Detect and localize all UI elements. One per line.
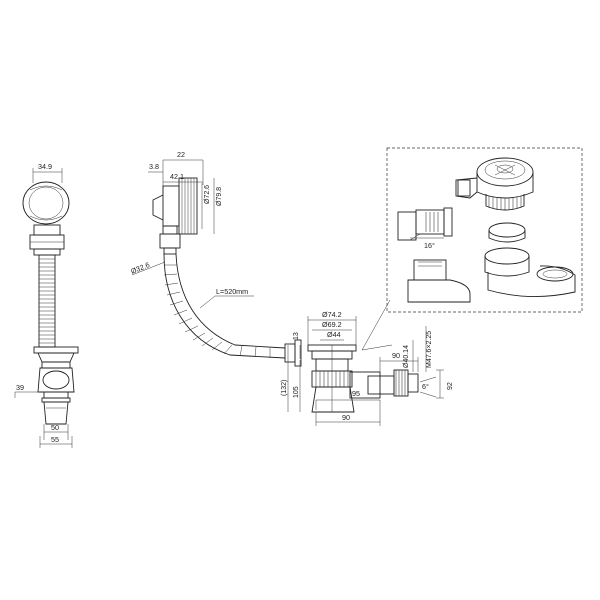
dim-w2: Ø69.2 [322,320,342,329]
dim-pipe-dia: Ø32.6 [129,260,151,276]
dim-top13: 13 [293,332,300,340]
side-view: 34.9 [14,162,79,448]
dim-outlet-width: 50 [51,423,59,432]
dim-b: 22 [177,150,185,159]
detail-view: 16° [386,147,583,313]
dim-base-width: 55 [51,435,59,444]
dim-d: Ø79.8 [216,187,223,206]
dim-h132: (132) [281,380,288,396]
front-view: 3.8 22 42.1 Ø79.8 Ø72.6 Ø32.6 [129,150,454,426]
dim-off95: 95 [352,389,360,398]
dim-w90: 90 [392,351,400,360]
dim-h92: 92 [447,382,454,390]
dim-top-width: 34.9 [38,162,52,171]
dim-e: Ø72.6 [204,185,211,204]
dim-trap-height: 39 [16,383,24,392]
detail-leader [361,299,391,351]
dim-h105: 105 [293,386,300,398]
dim-pipe-length: L=520mm [216,287,248,296]
dim-base90: 90 [342,413,350,422]
dim-c: 42.1 [170,172,184,181]
dim-w3: Ø44 [327,330,341,339]
dim-ang6: 6° [422,382,429,391]
dim-w1: Ø74.2 [322,310,342,319]
detail-angle: 16° [424,241,435,250]
dim-d40: Ø40.14 [403,345,410,368]
dim-a: 3.8 [149,162,159,171]
dim-m47: M47.6×2.25 [426,331,433,368]
